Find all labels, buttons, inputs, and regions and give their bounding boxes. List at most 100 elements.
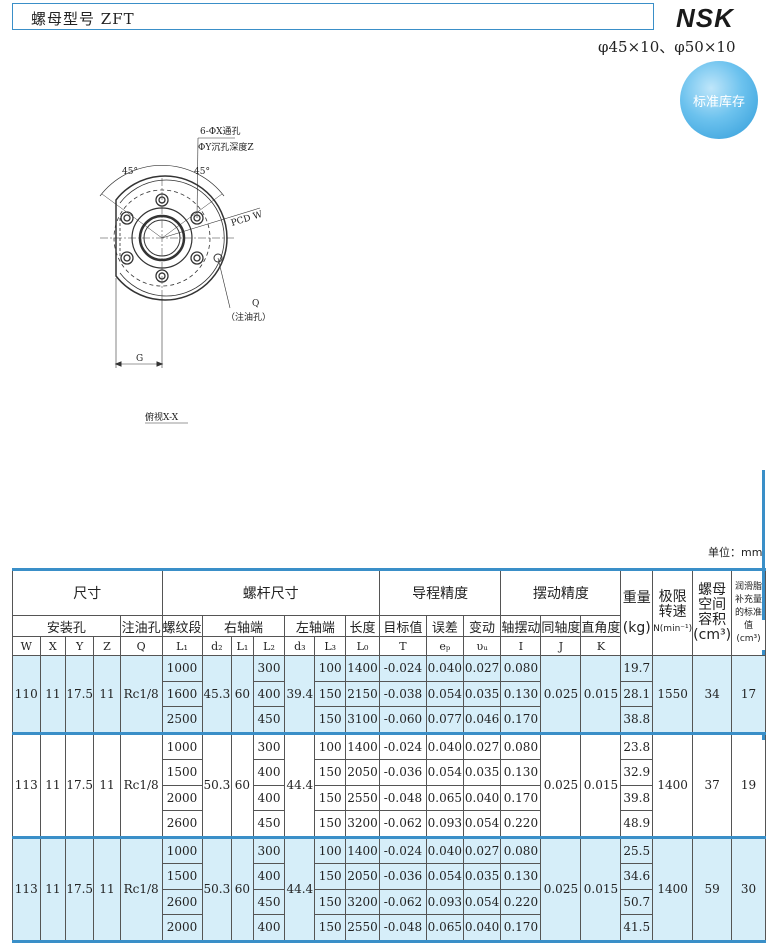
sym-z: Z <box>93 636 121 656</box>
cell-space: 37 <box>692 732 733 838</box>
cell-l1b: 60 <box>231 655 254 734</box>
cell-kg: 39.8 <box>620 784 654 811</box>
header-speed-label: 极限转速 <box>658 588 687 620</box>
cell-v: 0.040 <box>462 914 502 942</box>
cell-v: 0.046 <box>462 706 502 734</box>
cell-kg: 19.7 <box>620 655 654 682</box>
cell-kg: 48.9 <box>620 810 654 838</box>
cell-i: 0.130 <box>500 863 542 890</box>
cell-l3: 100 <box>314 732 347 760</box>
sym-l1: L₁ <box>161 636 203 656</box>
cell-l2: 450 <box>252 810 286 838</box>
cell-l0: 2150 <box>345 680 380 707</box>
cell-l1: 2600 <box>161 888 203 915</box>
cell-l0: 3200 <box>345 888 380 915</box>
cell-l2: 450 <box>252 888 286 915</box>
cell-grease: 19 <box>731 732 766 838</box>
table-group-1: 110 11 17.5 11 Rc1/8 1000 45.3 60 300 39… <box>12 655 766 734</box>
cell-t: -0.062 <box>378 810 427 838</box>
cell-ep: 0.040 <box>425 836 464 864</box>
cell-ep: 0.065 <box>425 784 464 811</box>
size-variants: φ45×10、φ50×10 <box>598 38 736 56</box>
page-title: 螺母型号 ZFT <box>31 10 135 28</box>
sym-l0: L₀ <box>345 636 380 656</box>
sym-l1b: L₁ <box>231 636 254 656</box>
sym-y: Y <box>65 636 95 656</box>
header-axial: 轴摆动 <box>500 615 542 637</box>
cell-i: 0.170 <box>500 914 542 942</box>
header-space: 螺母空间容积 (cm³) <box>692 569 733 656</box>
cell-speed: 1400 <box>652 732 694 838</box>
counterbore-label: ΦY沉孔深度Z <box>198 141 254 153</box>
brand-logo: NSK <box>676 3 734 33</box>
cell-l0: 2550 <box>345 784 380 811</box>
pcd-label: PCD W <box>230 210 264 229</box>
cell-v: 0.035 <box>462 759 502 786</box>
cell-t: -0.062 <box>378 888 427 915</box>
cell-k: 0.015 <box>580 655 622 734</box>
header-coaxial: 同轴度 <box>540 615 582 637</box>
cell-x: 11 <box>39 732 67 838</box>
cell-l3: 150 <box>314 759 347 786</box>
sym-ep: eₚ <box>425 636 464 656</box>
cell-w: 113 <box>12 732 41 838</box>
header-error: 误差 <box>425 615 464 637</box>
cell-l0: 2050 <box>345 863 380 890</box>
spec-table: 尺寸 螺杆尺寸 导程精度 摆动精度 重量 (kg) 极限转速 N(min⁻¹) … <box>12 568 766 943</box>
cell-speed: 1550 <box>652 655 694 734</box>
cell-l3: 150 <box>314 706 347 734</box>
cell-i: 0.220 <box>500 810 542 838</box>
header-mount: 安装孔 <box>12 615 121 637</box>
cell-l1: 2000 <box>161 914 203 942</box>
table-group-2: 113 11 17.5 11 Rc1/8 1000 50.3 60 300 44… <box>12 732 766 838</box>
oil-hole-label: （注油孔） <box>226 311 271 323</box>
cell-y: 17.5 <box>65 655 95 734</box>
cell-l1: 1000 <box>161 732 203 760</box>
cell-y: 17.5 <box>65 732 95 838</box>
sym-d2: d₂ <box>201 636 233 656</box>
cell-kg: 50.7 <box>620 888 654 915</box>
sym-j: J <box>540 636 582 656</box>
cell-w: 110 <box>12 655 41 734</box>
cell-ep: 0.077 <box>425 706 464 734</box>
cell-l2: 400 <box>252 914 286 942</box>
table-row: 2000 400 150 2550 -0.048 0.065 0.040 0.1… <box>13 914 766 942</box>
cell-k: 0.015 <box>580 836 622 942</box>
sym-i: I <box>500 636 542 656</box>
header-space-unit: (cm³) <box>693 627 732 643</box>
cell-l1: 1500 <box>161 863 203 890</box>
cell-l3: 100 <box>314 836 347 864</box>
cell-l1: 2500 <box>161 706 203 734</box>
cell-t: -0.048 <box>378 914 427 942</box>
header-weight-unit: (kg) <box>622 619 651 636</box>
header-thread: 螺纹段 <box>161 615 203 637</box>
cell-ep: 0.065 <box>425 914 464 942</box>
cell-ep: 0.054 <box>425 680 464 707</box>
cell-k: 0.015 <box>580 732 622 838</box>
cell-kg: 28.1 <box>620 680 654 707</box>
header-weight-label: 重量 <box>622 589 651 606</box>
header-shaft: 螺杆尺寸 <box>161 569 380 616</box>
cell-t: -0.036 <box>378 759 427 786</box>
table-row: 1500 400 150 2050 -0.036 0.054 0.035 0.1… <box>13 759 766 786</box>
cell-x: 11 <box>39 655 67 734</box>
header-left-end: 左轴端 <box>284 615 347 637</box>
header-variation: 变动 <box>462 615 502 637</box>
cell-l2: 300 <box>252 732 286 760</box>
cell-l1: 1600 <box>161 680 203 707</box>
cell-l1b: 60 <box>231 836 254 942</box>
cell-v: 0.035 <box>462 680 502 707</box>
cell-t: -0.060 <box>378 706 427 734</box>
cell-l2: 300 <box>252 655 286 682</box>
cell-d2: 45.3 <box>201 655 233 734</box>
cell-i: 0.080 <box>500 732 542 760</box>
cell-kg: 41.5 <box>620 914 654 942</box>
header-grease-label: 润滑脂补充量的标准值 <box>735 581 763 631</box>
table-row: 1500 400 150 2050 -0.036 0.054 0.035 0.1… <box>13 863 766 890</box>
cell-l1: 1000 <box>161 836 203 864</box>
hole-label: 6-ΦX通孔 <box>200 126 241 137</box>
cell-kg: 38.8 <box>620 706 654 734</box>
cell-d2: 50.3 <box>201 732 233 838</box>
cell-ep: 0.054 <box>425 759 464 786</box>
header-grease: 润滑脂补充量的标准值 (cm³) <box>731 569 766 656</box>
